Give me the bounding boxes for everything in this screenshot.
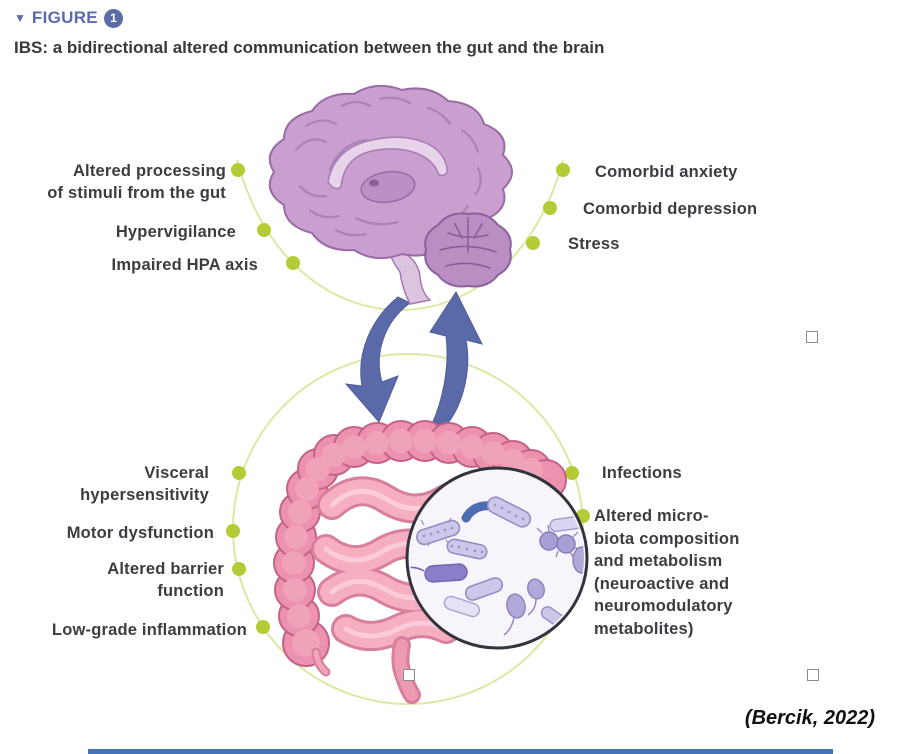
bidirectional-arrows <box>344 290 483 429</box>
figure-header[interactable]: ▼ FIGURE 1 <box>14 8 123 28</box>
colon-highlight <box>282 429 543 657</box>
collapse-triangle-icon: ▼ <box>14 11 26 25</box>
bacterium-coccus <box>539 531 559 551</box>
arrow-up <box>429 290 483 429</box>
arc-dots <box>226 163 590 634</box>
arc-dot <box>232 466 246 480</box>
arc-dot <box>543 201 557 215</box>
bacterium-rod <box>464 577 504 601</box>
arc-dot <box>226 524 240 538</box>
bacterium-coccus <box>556 534 576 554</box>
label-comorbid-anxiety: Comorbid anxiety <box>595 163 738 181</box>
arc-dot <box>256 620 270 634</box>
figure-label: FIGURE <box>31 8 98 27</box>
arc-dot <box>286 256 300 270</box>
bacterium-oval <box>506 593 526 619</box>
figure-number-badge: 1 <box>103 8 123 28</box>
arc-dot <box>257 223 271 237</box>
bottom-divider-bar <box>88 749 833 754</box>
label-altered-processing: Altered processing of stimuli from the g… <box>47 162 226 202</box>
label-visceral-hypersensitivity: Visceral hypersensitivity <box>80 464 209 504</box>
bacterium-oval <box>527 578 545 600</box>
label-altered-barrier-function: Altered barrier function <box>107 560 224 600</box>
placeholder-box <box>806 331 818 343</box>
label-hypervigilance: Hypervigilance <box>115 223 236 241</box>
label-impaired-hpa-axis: Impaired HPA axis <box>111 256 258 274</box>
placeholder-box <box>807 669 819 681</box>
arc-dot <box>556 163 570 177</box>
citation: (Bercik, 2022) <box>744 707 875 729</box>
arrow-down <box>344 296 411 423</box>
arc-dot <box>232 562 246 576</box>
brain-illustration <box>268 84 513 305</box>
bacterium-rod-purple <box>424 563 468 583</box>
label-low-grade-inflammation: Low-grade inflammation <box>51 621 247 639</box>
placeholder-box <box>403 669 415 681</box>
label-infections: Infections <box>602 464 682 482</box>
bacterium-rod-pale <box>443 595 480 618</box>
label-motor-dysfunction: Motor dysfunction <box>66 524 214 542</box>
label-comorbid-depression: Comorbid depression <box>583 200 758 218</box>
label-altered-microbiota: Altered micro- biota composition and met… <box>594 507 740 638</box>
arc-dot <box>526 236 540 250</box>
figure-title: IBS: a bidirectional altered communicati… <box>14 38 605 57</box>
label-stress: Stress <box>568 235 620 253</box>
arc-dot <box>231 163 245 177</box>
bacterium-oval <box>572 546 584 574</box>
arc-dot <box>565 466 579 480</box>
